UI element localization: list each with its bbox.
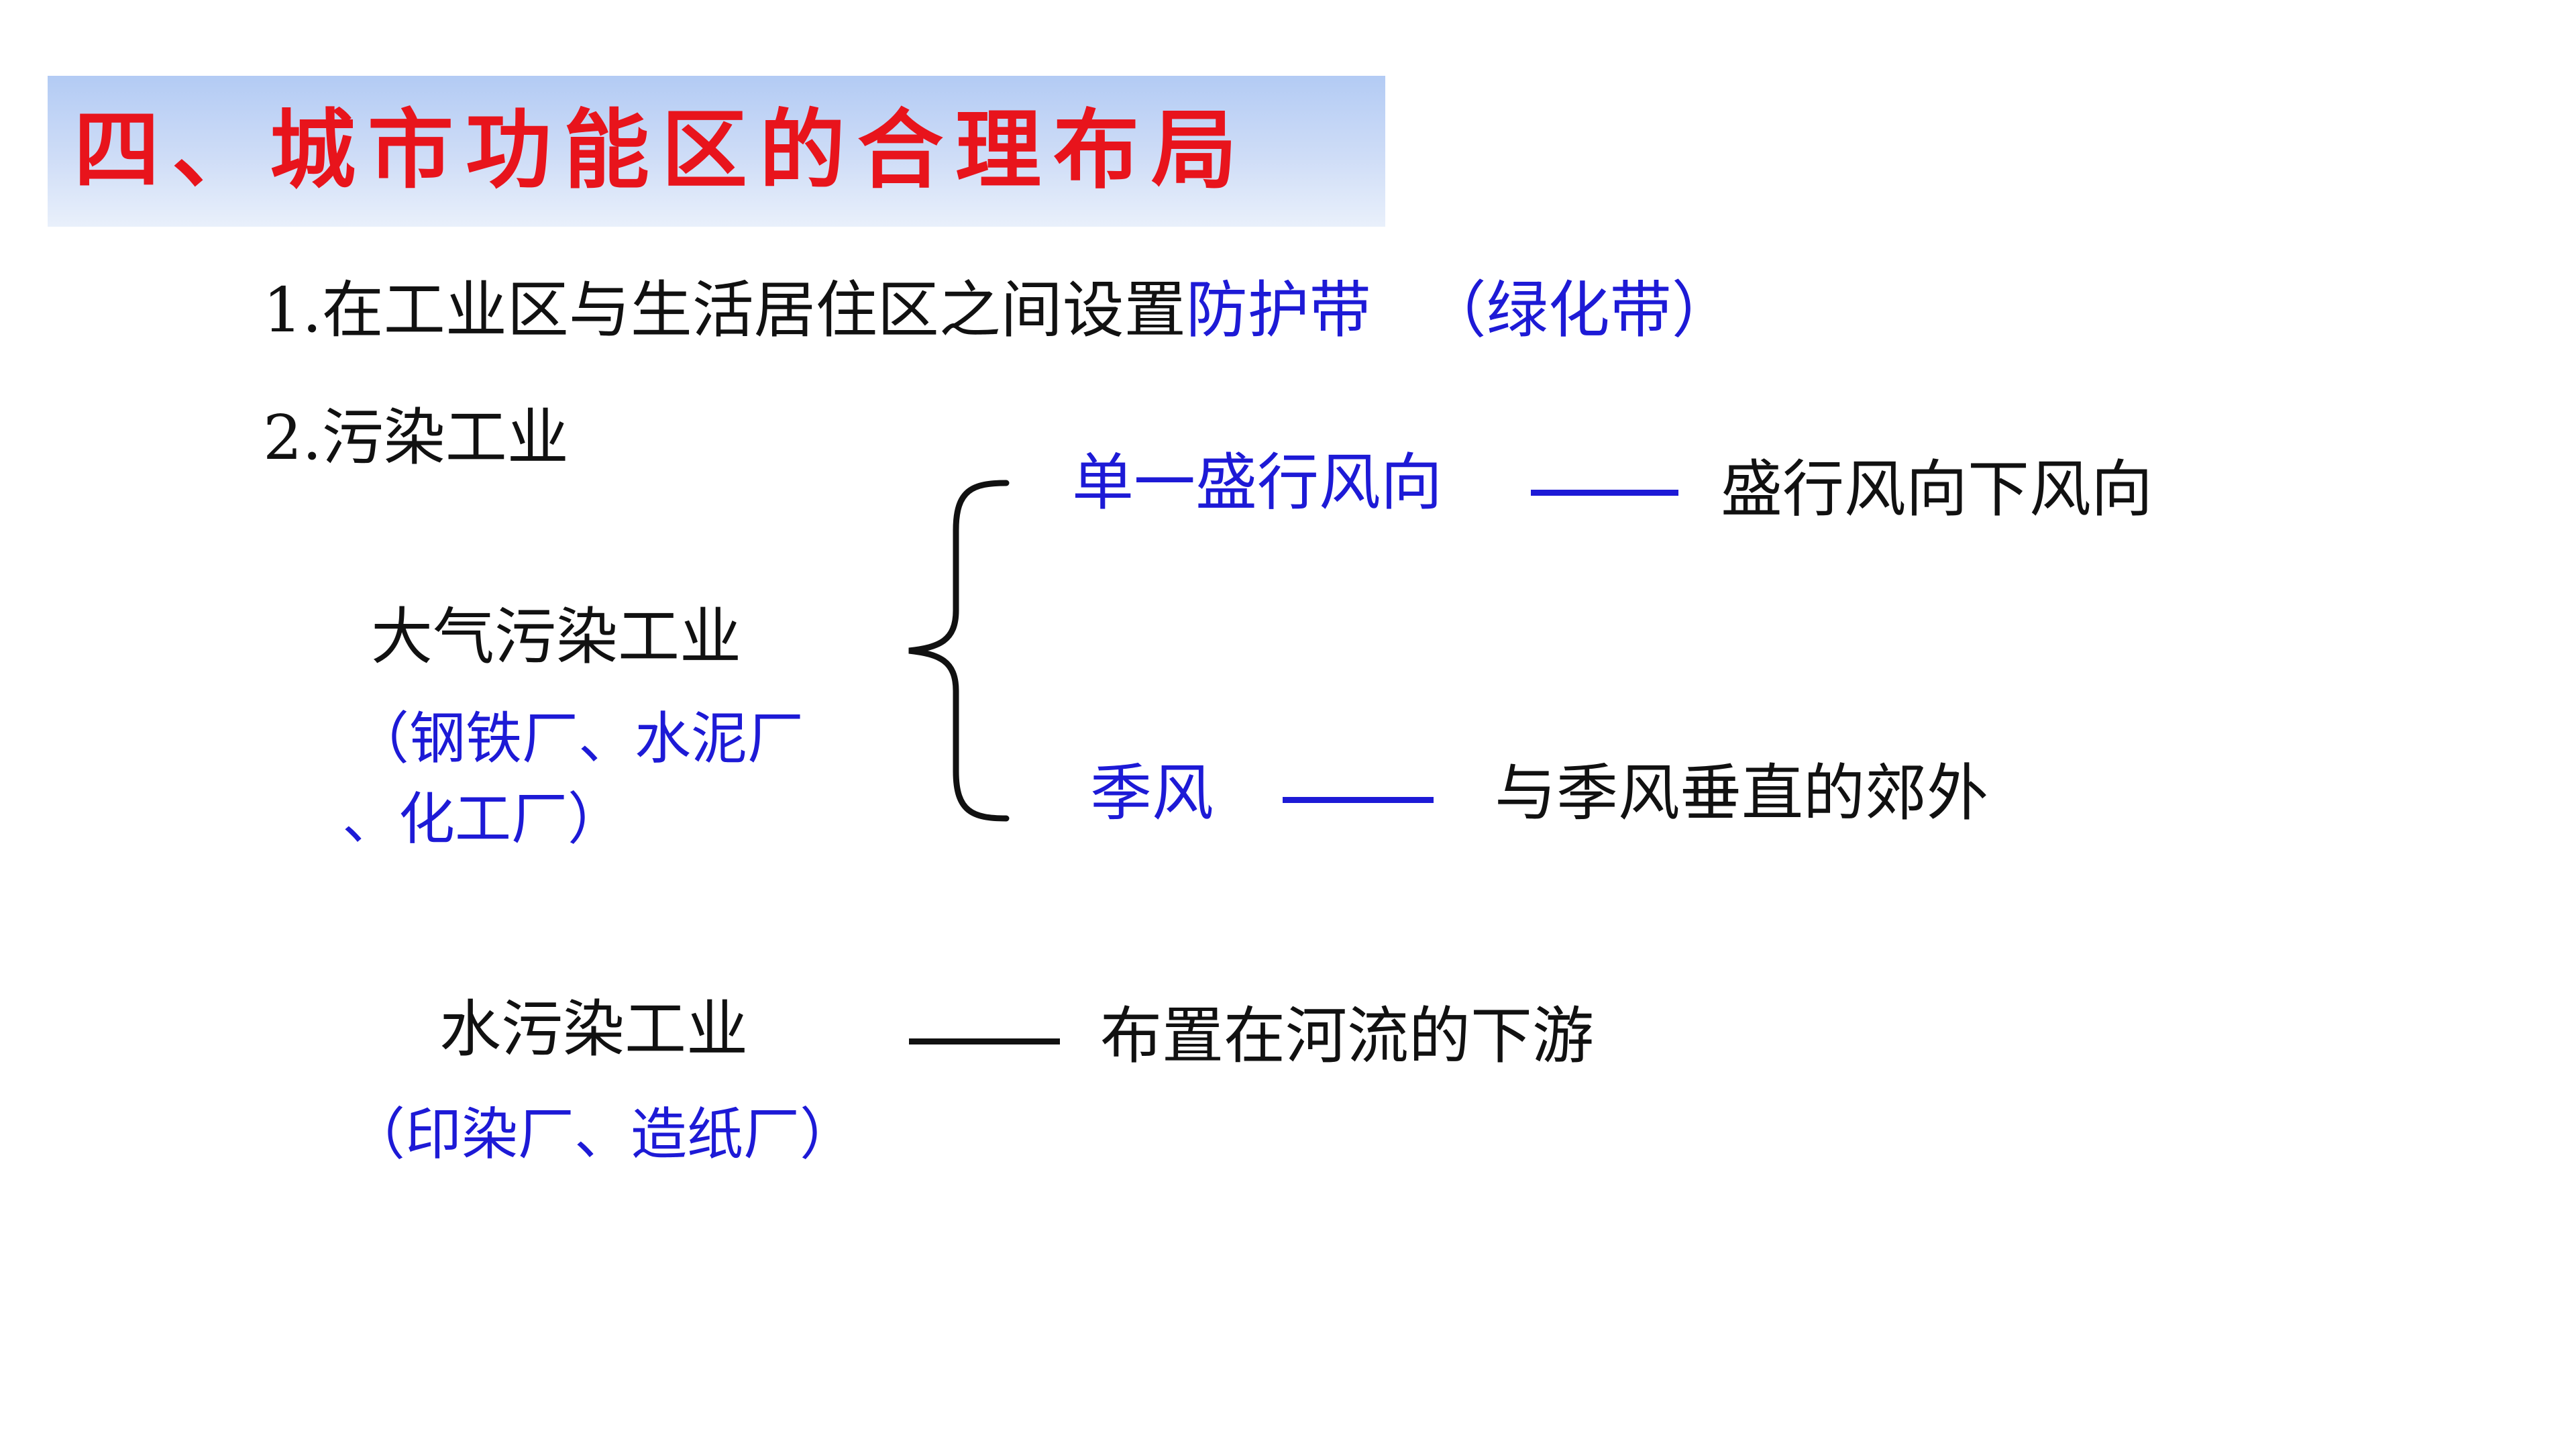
item-1: 1.在工业区与生活居住区之间设置防护带 （绿化带） [263, 274, 1733, 347]
air-pollution-label: 大气污染工业 [371, 601, 742, 673]
branch-1-location: 盛行风向下风向 [1721, 453, 2153, 525]
branch-2-condition: 季风 [1090, 757, 1214, 829]
water-pollution-dash [909, 1038, 1060, 1044]
item-1-highlight: 防护带 [1185, 274, 1371, 346]
branch-1-dash [1531, 490, 1678, 496]
item-1-note: （绿化带） [1424, 274, 1733, 346]
item-1-text: 1.在工业区与生活居住区之间设置 [263, 274, 1186, 346]
water-pollution-examples: （印染厂、造纸厂） [349, 1102, 857, 1167]
branch-2-location: 与季风垂直的郊外 [1495, 757, 1989, 829]
water-pollution-location: 布置在河流的下游 [1100, 1000, 1595, 1072]
air-pollution-examples-line2: 、化工厂） [342, 786, 625, 852]
item-2: 2.污染工业 [263, 402, 569, 474]
air-pollution-examples-line1: （钢铁厂、水泥厂 [353, 706, 804, 771]
slide-title: 四、城市功能区的合理布局 [74, 101, 1250, 201]
water-pollution-label: 水污染工业 [439, 994, 749, 1065]
curly-brace-icon [908, 480, 1010, 822]
branch-1-condition: 单一盛行风向 [1072, 447, 1443, 519]
branch-2-dash [1283, 797, 1434, 803]
title-band [48, 76, 1385, 227]
